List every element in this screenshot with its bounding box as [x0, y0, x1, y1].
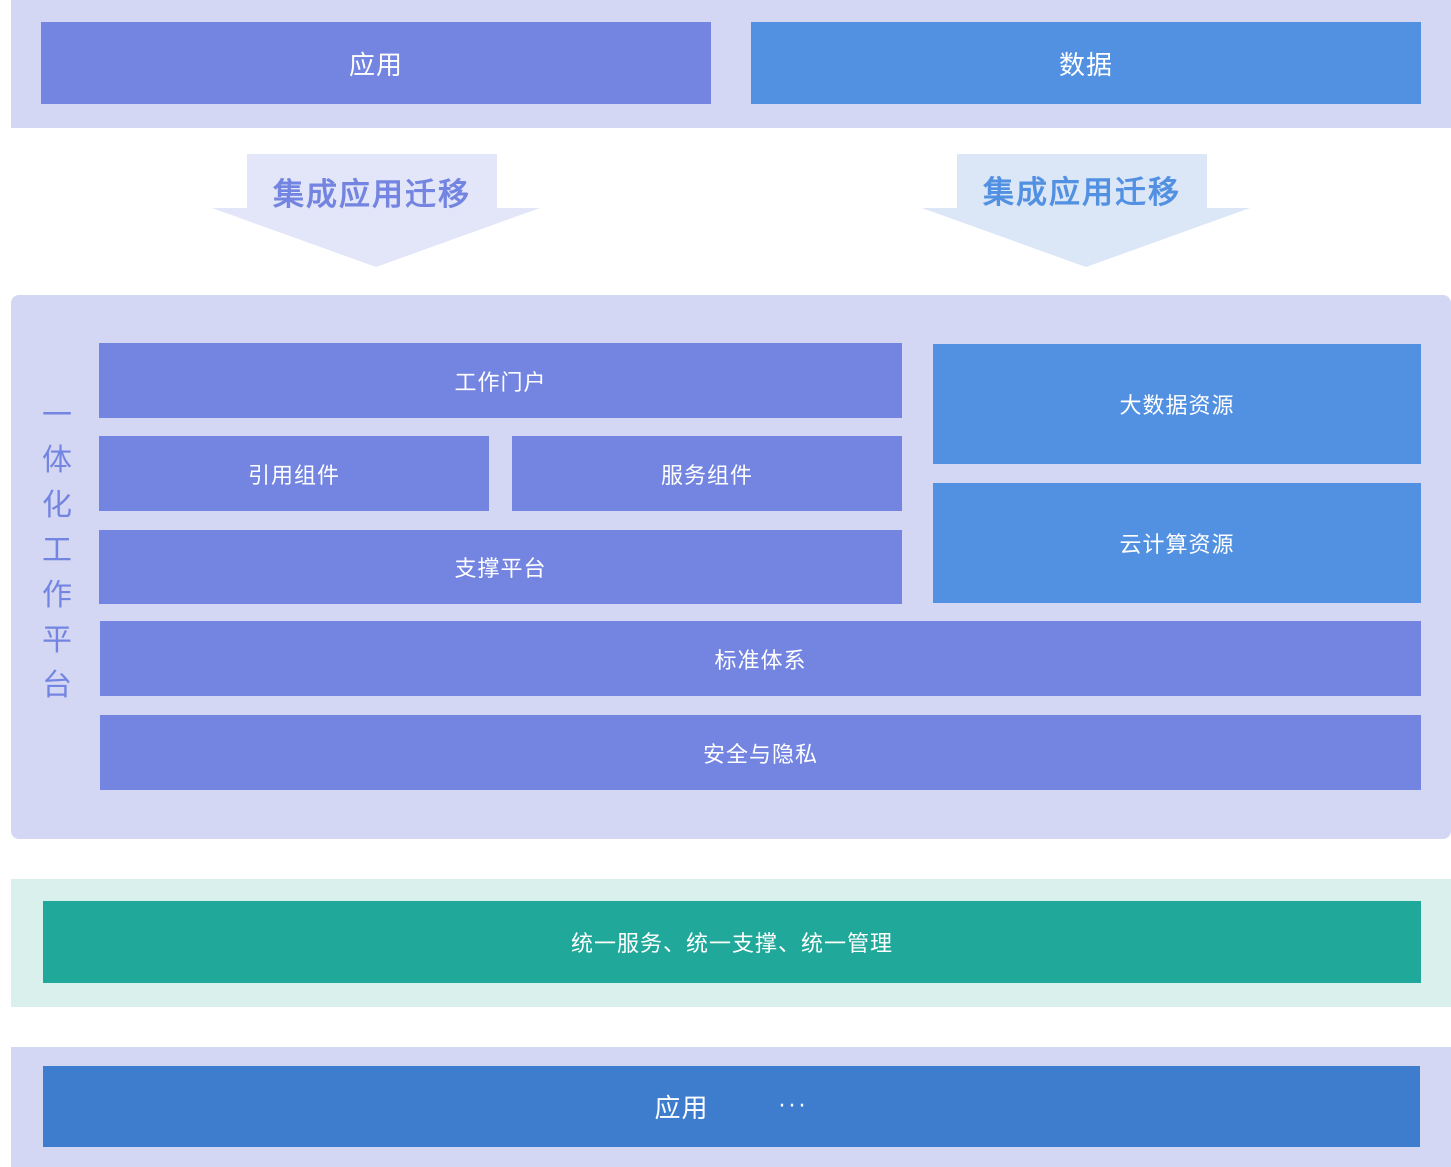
security-privacy-block[interactable]: 安全与隐私: [100, 715, 1421, 790]
cloud-computing-resources-label: 云计算资源: [1119, 533, 1235, 558]
right-arrow-label: 集成应用迁移: [983, 174, 1181, 211]
side-title-char: 化: [42, 488, 72, 523]
work-portal-label: 工作门户: [454, 370, 547, 396]
big-data-resources-block[interactable]: 大数据资源: [933, 344, 1421, 464]
side-title-char: 工: [42, 533, 72, 568]
side-title-char: 体: [42, 443, 72, 478]
side-title-char: 平: [42, 623, 72, 658]
left-migration-arrow: [212, 154, 540, 267]
unified-label: 统一服务、统一支撑、统一管理: [570, 932, 893, 957]
top-data-label: 数据: [1058, 50, 1113, 81]
bottom-more-label: ···: [778, 1094, 809, 1119]
unified-block[interactable]: 统一服务、统一支撑、统一管理: [43, 901, 1421, 983]
left-arrow-label: 集成应用迁移: [273, 176, 471, 213]
platform-side-title: 一 体 化 工 作 平 台: [36, 393, 78, 708]
right-migration-arrow: [922, 154, 1250, 267]
side-title-char: 一: [42, 398, 72, 433]
service-components-label: 服务组件: [660, 463, 753, 489]
side-title-char: 台: [42, 668, 72, 703]
reference-components-block[interactable]: 引用组件: [99, 436, 489, 511]
cloud-computing-resources-block[interactable]: 云计算资源: [933, 483, 1421, 603]
standard-system-block[interactable]: 标准体系: [100, 621, 1421, 696]
work-portal-block[interactable]: 工作门户: [99, 343, 902, 418]
side-title-char: 作: [42, 578, 72, 613]
support-platform-label: 支撑平台: [454, 557, 547, 582]
top-data-block[interactable]: 数据: [751, 22, 1421, 104]
bottom-app-label: 应用: [654, 1094, 709, 1124]
top-app-block[interactable]: 应用: [41, 22, 711, 104]
security-privacy-label: 安全与隐私: [702, 742, 818, 768]
big-data-resources-label: 大数据资源: [1119, 394, 1235, 419]
bottom-app-block[interactable]: 应用 ···: [43, 1066, 1420, 1147]
reference-components-label: 引用组件: [247, 463, 340, 489]
top-app-label: 应用: [348, 50, 403, 81]
standard-system-label: 标准体系: [714, 648, 807, 674]
support-platform-block[interactable]: 支撑平台: [99, 530, 902, 604]
service-components-block[interactable]: 服务组件: [512, 436, 902, 511]
